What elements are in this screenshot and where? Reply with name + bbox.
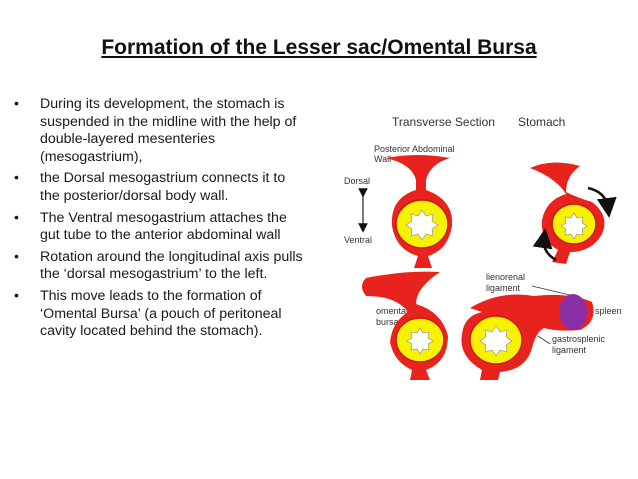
bullet-text: Rotation around the longitudinal axis pu… — [40, 248, 303, 283]
posterior-wall-label-2: Wall — [374, 154, 391, 164]
spleen-label: spleen — [595, 306, 622, 316]
stomach-omental-bursa — [362, 271, 448, 380]
stomach-rotating — [530, 162, 617, 264]
bullet-item: • the Dorsal mesogastrium connects it to … — [14, 170, 344, 205]
bullet-item: • This move leads to the formation of ‘Om… — [14, 288, 344, 341]
transverse-section-figure: Transverse Section Stomach Posterior Abd… — [344, 115, 622, 380]
omental-bursa-label-2: bursa — [376, 317, 399, 327]
bullet-dot: • — [14, 248, 19, 265]
bullet-dot: • — [14, 170, 19, 187]
omental-bursa-label: omental — [376, 306, 408, 316]
bullet-dot: • — [14, 96, 19, 112]
bullet-item: • The Ventral mesogastrium attaches the g… — [14, 210, 344, 245]
bullet-item: • Rotation around the longitudinal axis p… — [14, 249, 344, 284]
slide-title: Formation of the Lesser sac/Omental Burs… — [101, 36, 537, 59]
bullet-dot: • — [14, 287, 19, 304]
ventral-label: Ventral — [344, 235, 372, 245]
lienorenal-ligament-label-2: ligament — [486, 283, 521, 293]
bullet-item: • During its development, the stomach is … — [14, 96, 344, 166]
lienorenal-ligament-label: lienorenal — [486, 272, 525, 282]
gastrosplenic-ligament-label: gastrosplenic — [552, 334, 606, 344]
bullet-text: the Dorsal mesogastrium connects it to t… — [40, 170, 286, 204]
spleen-shape — [559, 294, 587, 330]
gastrosplenic-ligament-label-2: ligament — [552, 345, 587, 355]
bullet-text: This move leads to the formation of ‘Ome… — [40, 287, 282, 340]
figure-heading-section: Transverse Section — [392, 115, 495, 129]
stomach-with-spleen — [461, 294, 594, 380]
bullet-list: • During its development, the stomach is … — [14, 96, 344, 345]
bullet-dot: • — [14, 209, 19, 226]
bullet-text: The Ventral mesogastrium attaches the gu… — [40, 209, 287, 244]
figure-heading-stomach: Stomach — [518, 115, 565, 129]
posterior-wall-label: Posterior Abdominal — [374, 144, 455, 154]
stomach-midline — [386, 155, 453, 268]
dorsal-label: Dorsal — [344, 176, 370, 186]
bullet-text: During its development, the stomach is s… — [40, 96, 297, 165]
